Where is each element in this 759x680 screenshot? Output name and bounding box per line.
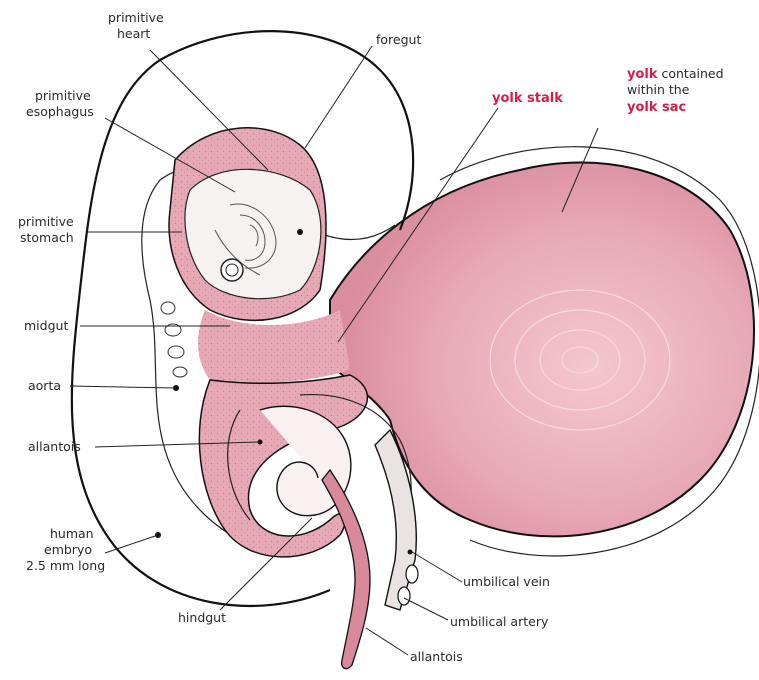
label-primitive-heart-1: primitive (108, 10, 164, 25)
aortic-vessel (221, 259, 243, 281)
label-allantois-left: allantois (28, 439, 81, 454)
label-hindgut: hindgut (178, 610, 226, 625)
label-yolk-stalk: yolk stalk (492, 91, 563, 106)
label-primitive-stomach-2: stomach (20, 230, 74, 245)
label-primitive-esophagus-1: primitive (35, 88, 91, 103)
label-yolk-sac: yolk sac (627, 100, 686, 115)
label-allantois-bottom: allantois (410, 649, 463, 664)
label-umbilical-artery: umbilical artery (450, 614, 549, 629)
label-midgut: midgut (24, 318, 68, 333)
label-aorta: aorta (28, 378, 61, 393)
somite-cavities (161, 302, 187, 377)
label-human-embryo-2: embryo (44, 542, 92, 557)
label-human-embryo-1: human (50, 526, 94, 541)
label-yolk-sac-line1: yolk contained (627, 66, 724, 82)
label-foregut: foregut (376, 32, 421, 47)
label-primitive-esophagus-2: esophagus (26, 104, 94, 119)
label-primitive-heart-2: heart (117, 26, 150, 41)
label-primitive-stomach-1: primitive (18, 214, 74, 229)
label-contained: contained (658, 66, 724, 81)
midgut-region (198, 310, 350, 383)
label-within-the: within the (627, 82, 690, 97)
label-human-embryo-3: 2.5 mm long (26, 558, 105, 573)
label-umbilical-vein: umbilical vein (463, 574, 550, 589)
label-yolk: yolk (627, 67, 658, 82)
